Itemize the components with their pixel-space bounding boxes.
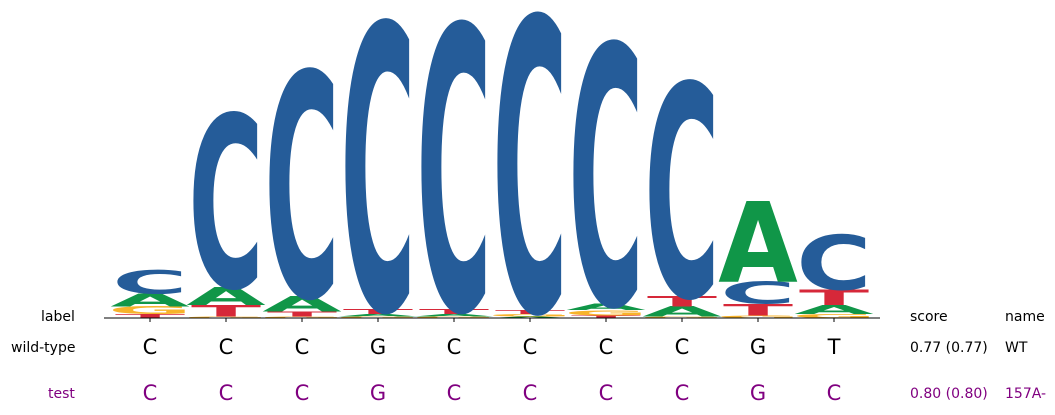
wildtype-base: T bbox=[827, 335, 841, 359]
test-base: C bbox=[218, 381, 234, 405]
logo-letter-a: A bbox=[338, 313, 418, 317]
wildtype-base: G bbox=[749, 335, 767, 359]
test-base: C bbox=[826, 381, 842, 405]
logo-letter-g: G bbox=[716, 315, 800, 319]
logo-letter-g: G bbox=[260, 316, 344, 318]
test-base: C bbox=[598, 381, 614, 405]
logo-ticks bbox=[149, 318, 835, 322]
logo-letter-g: G bbox=[564, 309, 648, 317]
wildtype-base: G bbox=[369, 335, 387, 359]
logo-letter-a: A bbox=[566, 302, 646, 312]
test-base: G bbox=[369, 381, 387, 405]
logo-letter-g: G bbox=[336, 316, 420, 318]
logo-letter-t: T bbox=[799, 285, 870, 310]
logo-letter-c: C bbox=[796, 221, 871, 308]
logo-letter-c: C bbox=[416, 0, 491, 402]
logo-letter-t: T bbox=[419, 308, 490, 316]
logo-letter-t: T bbox=[343, 308, 414, 316]
logo-letter-a: A bbox=[718, 180, 798, 308]
logo-letter-a: A bbox=[262, 292, 342, 317]
logo-letter-g: G bbox=[488, 313, 572, 317]
header-label: label bbox=[41, 309, 75, 325]
wildtype-name: WT bbox=[1005, 340, 1028, 356]
logo-letter-g: G bbox=[640, 316, 724, 318]
logo-letter-g: G bbox=[184, 316, 268, 318]
logo-letter-g: G bbox=[792, 313, 876, 319]
wildtype-base: C bbox=[598, 335, 614, 359]
logo-letter-a: A bbox=[414, 313, 494, 317]
wildtype-base: C bbox=[446, 335, 462, 359]
wildtype-base: C bbox=[294, 335, 310, 359]
logo-letter-c: C bbox=[264, 11, 339, 369]
logo-letter-c: C bbox=[720, 276, 795, 311]
logo-letter-a: A bbox=[642, 304, 722, 321]
test-base: C bbox=[674, 381, 690, 405]
logo-letter-a: A bbox=[794, 303, 874, 317]
logo-letter-t: T bbox=[647, 293, 717, 310]
logo-letter-t: T bbox=[495, 309, 566, 315]
logo-letter-c: C bbox=[644, 25, 719, 365]
logo-letter-c: C bbox=[340, 0, 415, 402]
logo-letter-a: A bbox=[110, 290, 190, 311]
wildtype-base: C bbox=[522, 335, 538, 359]
logo-letter-t: T bbox=[267, 310, 338, 318]
logo-letter-g: G bbox=[108, 304, 192, 316]
logo-letter-c: C bbox=[492, 0, 567, 406]
wildtype-base: C bbox=[674, 335, 690, 359]
header-score: score bbox=[910, 309, 948, 325]
logo-letter-a: A bbox=[490, 316, 570, 318]
test-base: C bbox=[522, 381, 538, 405]
logo-letter-t: T bbox=[115, 313, 186, 319]
wildtype-base: C bbox=[218, 335, 234, 359]
test-name: 157A- bbox=[1005, 386, 1047, 402]
header-name: name bbox=[1005, 309, 1045, 325]
wildtype-label: wild-type bbox=[11, 340, 76, 356]
logo-letter-c: C bbox=[568, 0, 643, 388]
test-label: test bbox=[48, 386, 75, 402]
logo-letter-t: T bbox=[571, 315, 642, 319]
logo-letter-c: C bbox=[112, 263, 187, 300]
test-base: C bbox=[446, 381, 462, 405]
logo-letter-a: A bbox=[186, 282, 266, 311]
test-base: C bbox=[142, 381, 158, 405]
test-base: C bbox=[294, 381, 310, 405]
logo-letter-t: T bbox=[191, 302, 261, 321]
wildtype-base: C bbox=[142, 335, 158, 359]
test-score: 0.80 (0.80) bbox=[910, 386, 988, 402]
logo-letter-g: G bbox=[412, 316, 496, 318]
wildtype-score: 0.77 (0.77) bbox=[910, 340, 988, 356]
logo-letter-c: C bbox=[188, 69, 263, 344]
logo-letter-t: T bbox=[723, 301, 793, 320]
test-base: G bbox=[749, 381, 767, 405]
